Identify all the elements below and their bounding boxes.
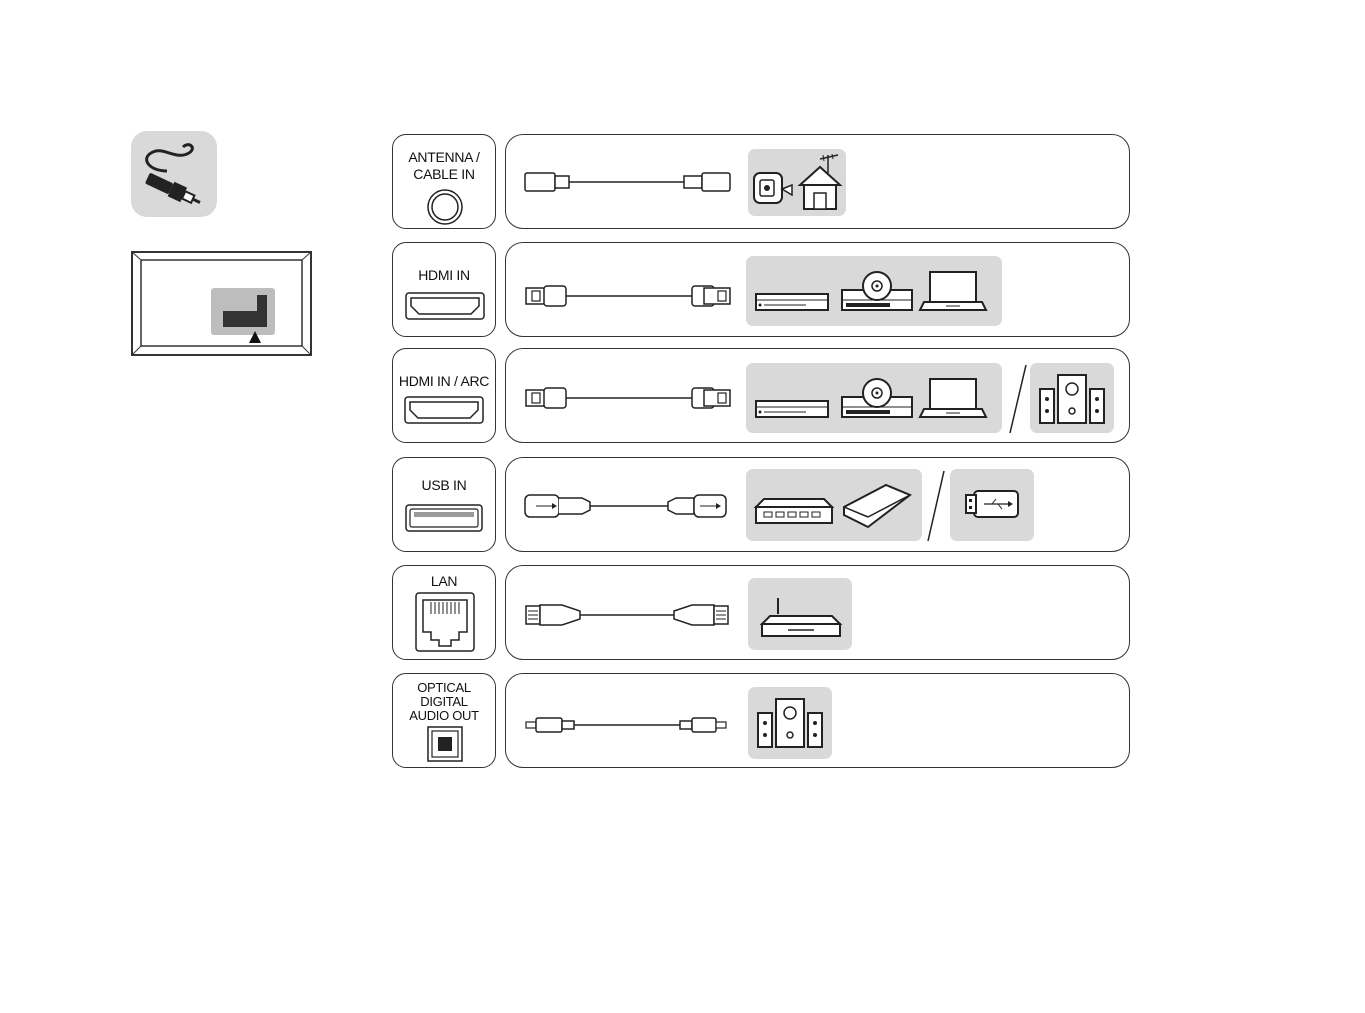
port-optical-digital-audio-out: OPTICAL DIGITAL AUDIO OUT: [392, 673, 496, 768]
optical-port-icon: [427, 726, 463, 762]
port-label-line: OPTICAL: [393, 680, 495, 695]
port-label-line: HDMI IN / ARC: [393, 374, 495, 389]
set-top-box-icon: [756, 294, 828, 310]
coax-port-icon: [426, 188, 464, 226]
hub-icon: [756, 499, 832, 523]
ethernet-port-icon: [415, 592, 475, 652]
port-hdmi-in-arc: HDMI IN / ARC: [392, 348, 496, 443]
divider-slash-icon: [1006, 363, 1030, 435]
hdmi-devices-panel: [746, 256, 1002, 326]
port-label-line: CABLE IN: [393, 167, 495, 182]
speaker-system-icon: [1030, 363, 1114, 433]
set-top-box-icon: [756, 401, 828, 417]
arc-devices-panel: [746, 363, 1002, 433]
usb-cable-icon: [524, 491, 734, 521]
port-label-line: HDMI IN: [393, 268, 495, 283]
usb-port-icon: [405, 504, 483, 532]
row-hdmi: [505, 242, 1130, 337]
port-hdmi-in: HDMI IN: [392, 242, 496, 337]
antenna-house-icon: [748, 149, 846, 216]
disc-player-icon: [842, 272, 912, 310]
usb-stick-icon: [950, 469, 1034, 541]
router-icon: [748, 578, 852, 650]
port-label-line: USB IN: [393, 478, 495, 493]
port-lan: LAN: [392, 565, 496, 660]
hdmi-port-icon: [404, 396, 484, 424]
port-antenna-cable-in: ANTENNA / CABLE IN: [392, 134, 496, 229]
divider-slash-icon: [924, 469, 948, 543]
hdmi-port-icon: [405, 292, 485, 320]
port-label-line: DIGITAL: [393, 694, 495, 709]
row-optical: [505, 673, 1130, 768]
laptop-icon: [920, 272, 986, 310]
cable-connector-icon: [131, 131, 217, 217]
hdmi-cable-icon: [524, 385, 734, 411]
laptop-icon: [920, 379, 986, 417]
speaker-system-icon: [748, 687, 832, 759]
hdmi-cable-icon: [524, 283, 734, 309]
port-label-line: ANTENNA /: [393, 150, 495, 165]
row-antenna: [505, 134, 1130, 229]
row-lan: [505, 565, 1130, 660]
coax-cable-icon: [524, 167, 734, 197]
row-usb: [505, 457, 1130, 552]
row-hdmi-arc: [505, 348, 1130, 443]
ethernet-cable-icon: [524, 602, 734, 628]
optical-cable-icon: [524, 715, 734, 735]
tv-rear-panel-icon: [131, 251, 312, 356]
port-usb-in: USB IN: [392, 457, 496, 552]
usb-devices-panel: [746, 469, 922, 541]
port-label-line: AUDIO OUT: [393, 708, 495, 723]
disc-player-icon: [842, 379, 912, 417]
external-drive-icon: [844, 485, 910, 527]
port-label-line: LAN: [393, 574, 495, 589]
